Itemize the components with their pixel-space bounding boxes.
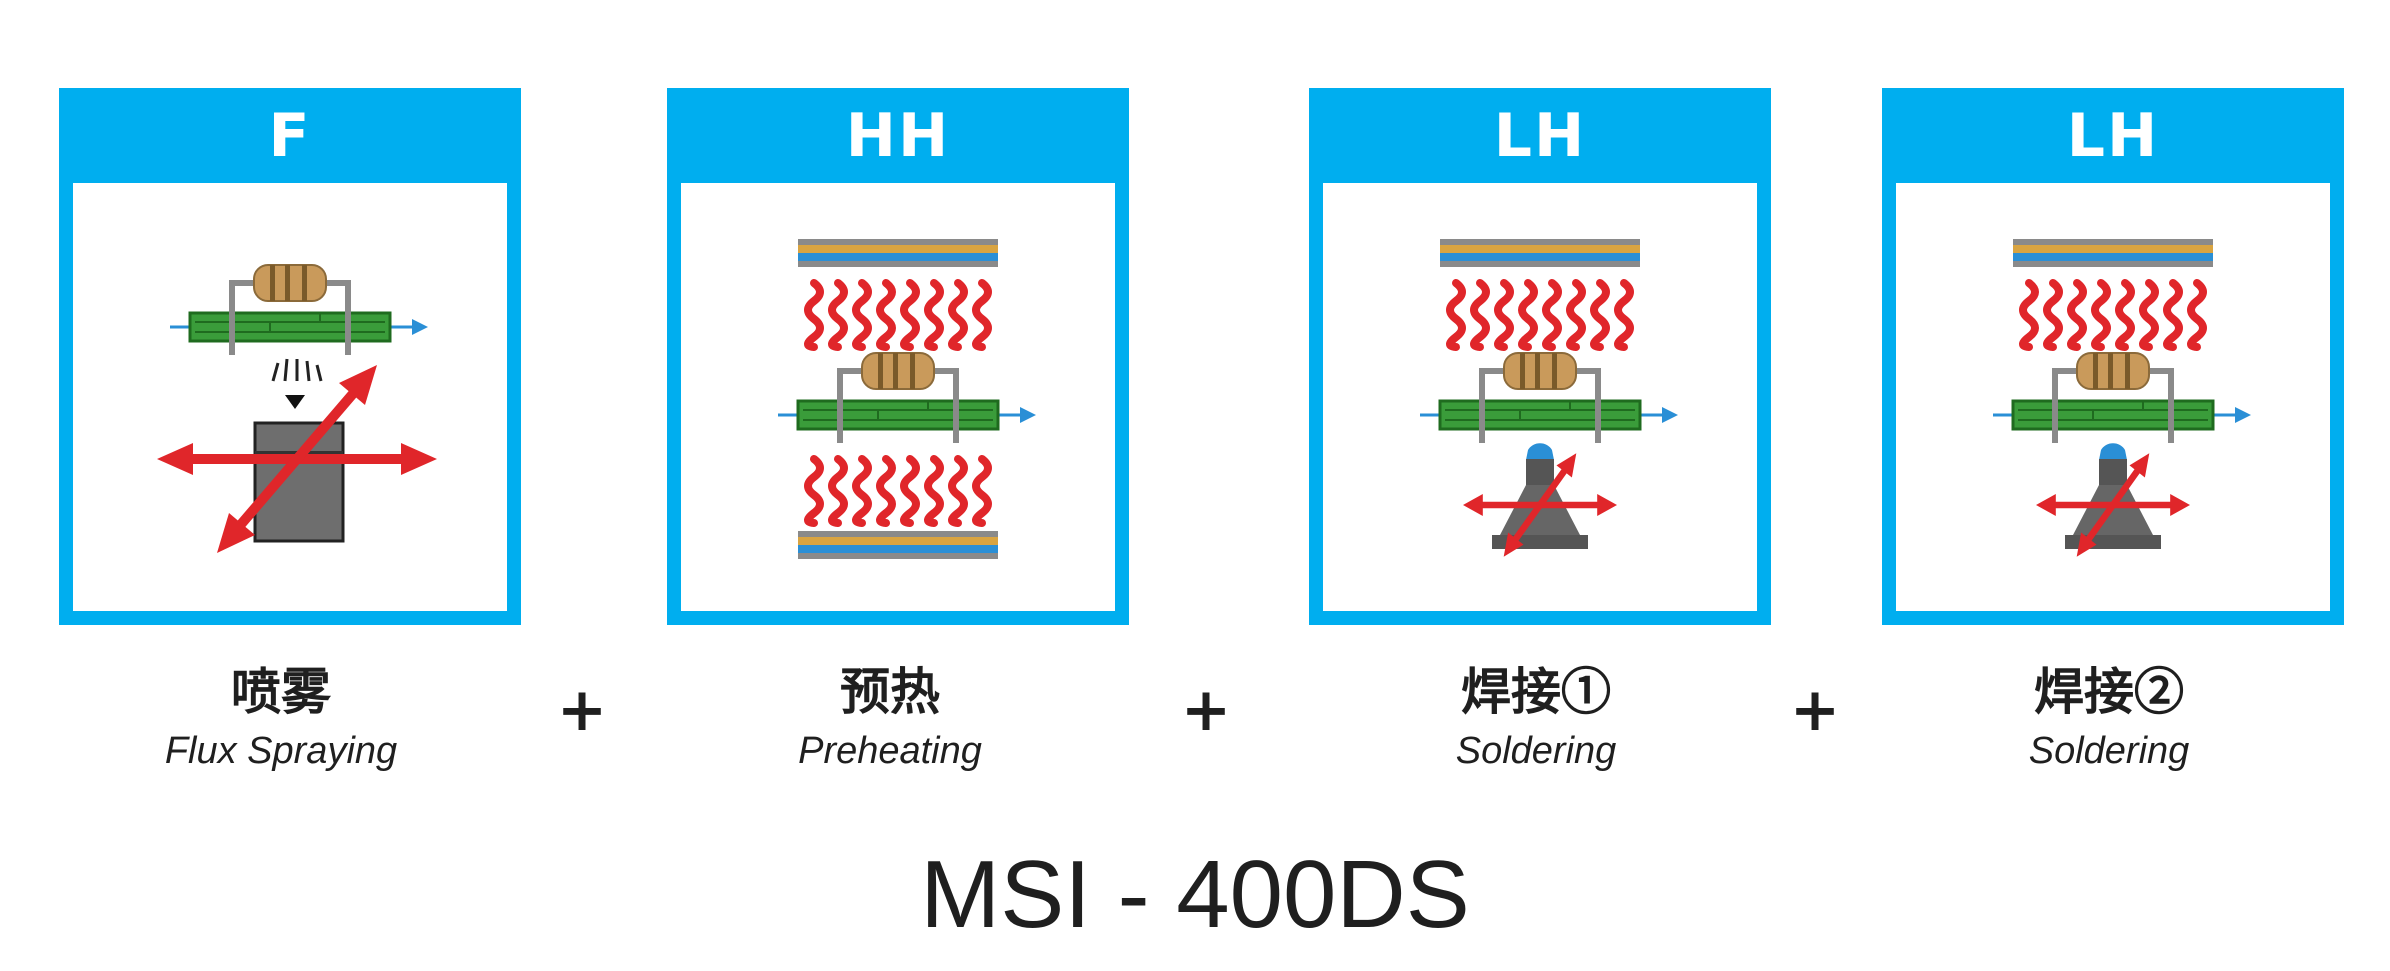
station-label-preheat: 预热 Preheating (659, 660, 1121, 778)
pcb-with-resistor-icon (778, 353, 1036, 443)
station-name-en: Preheating (798, 730, 982, 772)
heater-plate-icon (798, 531, 998, 559)
heat-wave-icon (1450, 283, 1630, 347)
station-name-cn: 焊接① (1461, 662, 1611, 721)
solder-nozzle-icon (1463, 443, 1617, 556)
station-code: HH (845, 100, 951, 171)
station-card-preheat: HH (667, 88, 1129, 625)
plus-separator: + (556, 675, 608, 745)
station-card-soldering-2: LH (1882, 88, 2344, 625)
station-card-flux: F (59, 88, 521, 625)
soldering-diagram-1 (1323, 239, 1757, 611)
flux-spray-nozzle-icon (157, 358, 437, 553)
station-code: F (268, 100, 312, 171)
heat-wave-icon (2023, 283, 2203, 347)
model-title: MSI - 400DS (920, 841, 1470, 948)
pcb-with-resistor-icon (1993, 353, 2251, 443)
station-name-cn: 喷雾 (231, 662, 331, 721)
station-code: LH (1493, 100, 1587, 171)
station-name-en: Soldering (2028, 730, 2190, 772)
station-label-flux: 喷雾 Flux Spraying (50, 660, 512, 778)
station-name-cn: 焊接② (2034, 662, 2184, 721)
plus-separator: + (1180, 675, 1232, 745)
pcb-with-resistor-icon (1420, 353, 1678, 443)
heater-plate-icon (1440, 239, 1640, 267)
plus-separator: + (1789, 675, 1841, 745)
station-name-cn: 预热 (840, 662, 940, 721)
station-code: LH (2066, 100, 2160, 171)
heater-plate-icon (798, 239, 998, 267)
flux-spray-diagram (73, 183, 507, 611)
pcb-with-resistor-icon (170, 265, 428, 355)
station-name-en: Flux Spraying (164, 730, 398, 772)
station-name-en: Soldering (1455, 730, 1617, 772)
soldering-diagram-2 (1896, 239, 2330, 611)
heater-plate-icon (2013, 239, 2213, 267)
preheat-diagram (681, 239, 1115, 559)
station-label-soldering-1: 焊接① Soldering (1305, 660, 1767, 778)
heat-wave-icon (808, 283, 988, 347)
solder-nozzle-icon (2036, 443, 2190, 556)
heat-wave-icon (808, 459, 988, 523)
station-card-soldering-1: LH (1309, 88, 1771, 625)
station-label-soldering-2: 焊接② Soldering (1878, 660, 2340, 778)
